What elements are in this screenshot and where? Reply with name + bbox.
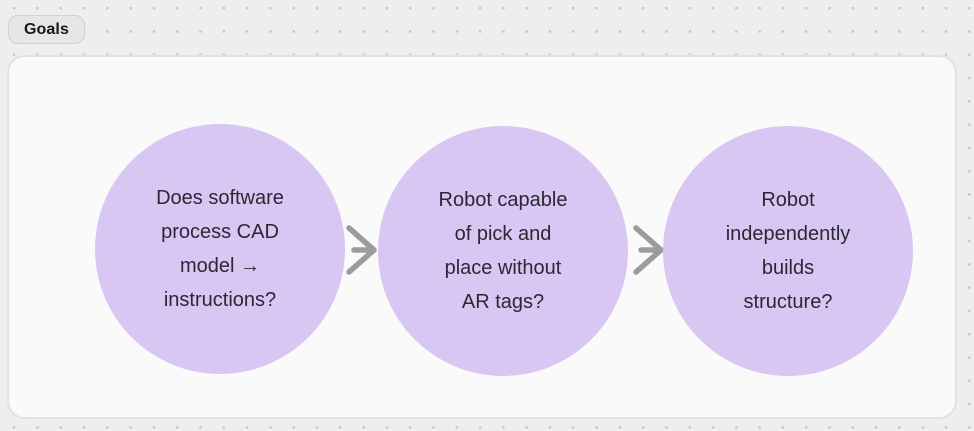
arrow-right-icon[interactable] [345, 225, 377, 275]
ellipse-node-cad-instructions[interactable]: Does software process CAD model → instru… [95, 124, 345, 374]
ellipse-node-builds-structure[interactable]: Robot independently builds structure? [663, 126, 913, 376]
node-text: Does software process CAD model → instru… [156, 187, 284, 311]
node-text: Robot capable of pick and place without … [438, 189, 568, 313]
frame-label-text: Goals [24, 20, 69, 38]
node-text: Robot independently builds structure? [725, 189, 851, 313]
arrow-right-icon[interactable] [632, 225, 664, 275]
ellipse-node-pick-place[interactable]: Robot capable of pick and place without … [378, 126, 628, 376]
frame-label[interactable]: Goals [8, 15, 85, 44]
